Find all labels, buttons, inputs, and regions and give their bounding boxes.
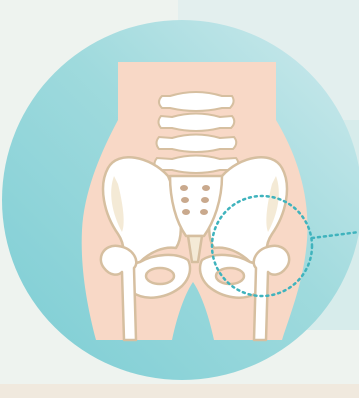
pelvis-illustration: [0, 0, 359, 398]
hip-illustration-page: [0, 0, 359, 398]
